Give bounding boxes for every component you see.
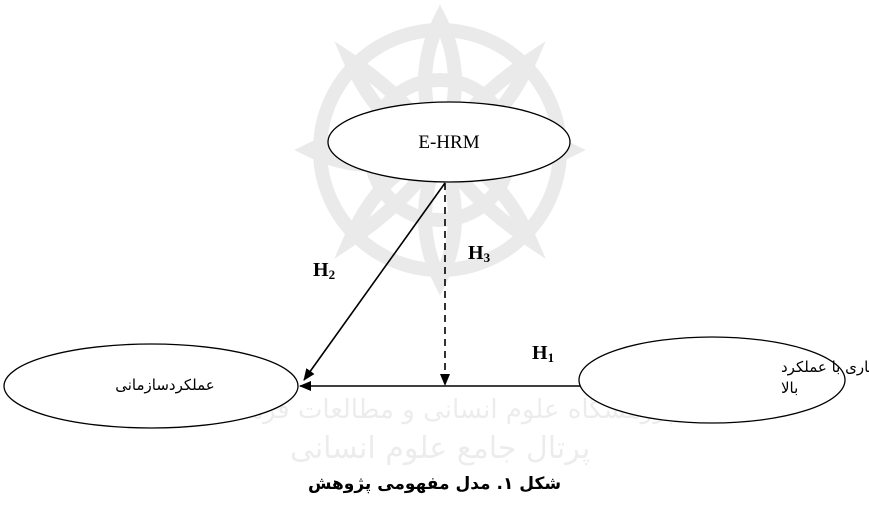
hypothesis-h2-label: H2 (313, 259, 335, 282)
node-organizational-performance-shape (3, 343, 299, 429)
watermark-text-bottom: پرتال جامع علوم انسانی (290, 431, 590, 466)
node-organizational-performance-label: عملکردسازمانی (115, 376, 215, 394)
node-high-performance-work-practices-line1: اقدامات کاری با عملکرد (781, 358, 869, 376)
node-ehrm-label: E-HRM (418, 132, 479, 153)
hypothesis-h1-label: H1 (532, 342, 554, 365)
node-organizational-performance: عملکردسازمانی (3, 343, 299, 429)
node-ehrm-shape (327, 101, 571, 183)
node-high-performance-work-practices: اقدامات کاری با عملکرد بالا (578, 336, 869, 424)
node-high-performance-work-practices-line2: بالا (781, 379, 798, 397)
node-high-performance-work-practices-shape (578, 336, 846, 424)
node-ehrm: E-HRM (327, 101, 571, 183)
arrow-h2 (303, 182, 446, 381)
hypothesis-h3-label: H3 (468, 242, 491, 265)
figure-caption: شکل ۱. مدل مفهومی پژوهش (307, 474, 562, 494)
